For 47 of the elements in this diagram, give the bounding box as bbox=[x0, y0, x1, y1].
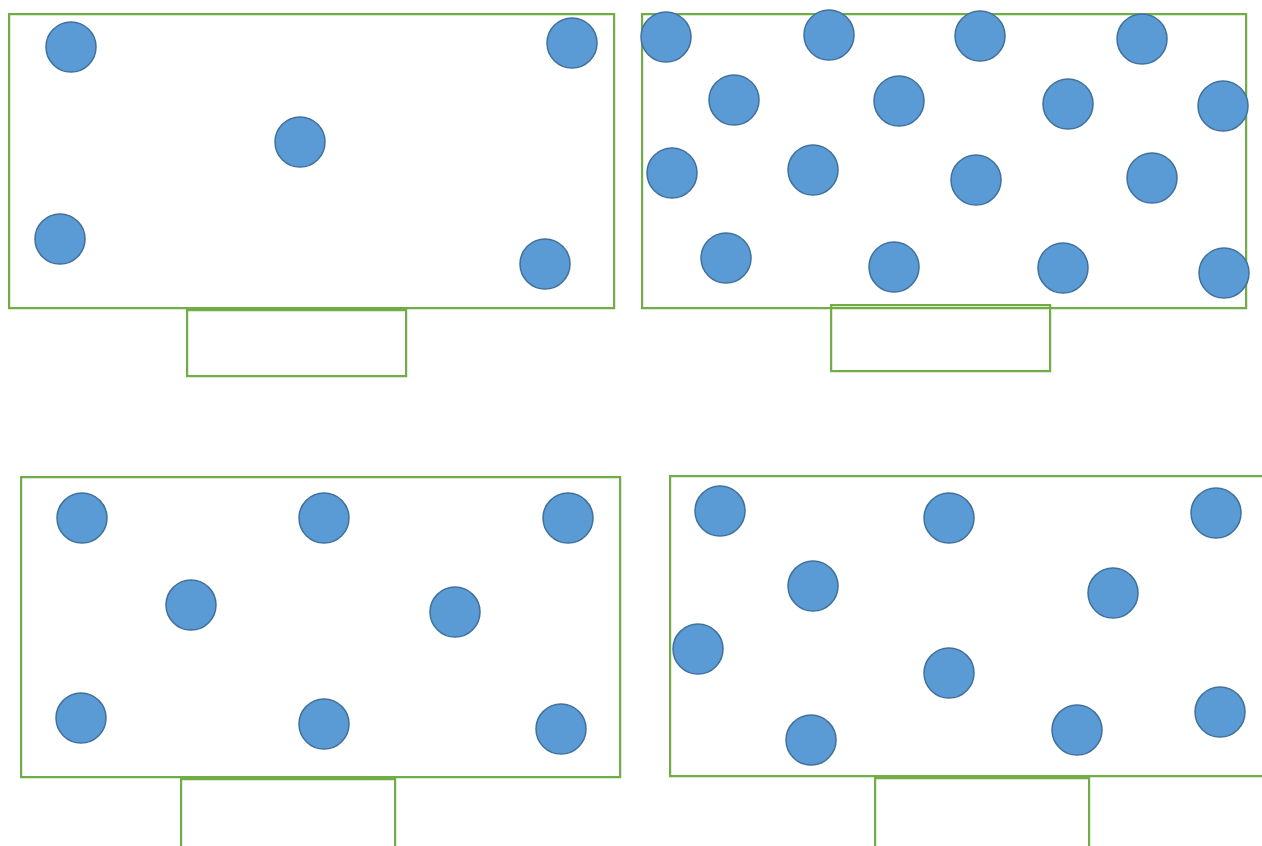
circle bbox=[55, 692, 107, 744]
circle bbox=[45, 21, 97, 73]
circle bbox=[640, 11, 692, 63]
circle bbox=[1197, 80, 1249, 132]
circle bbox=[1190, 487, 1242, 539]
tab-box bbox=[830, 304, 1052, 373]
circle bbox=[803, 9, 855, 61]
circle bbox=[785, 714, 837, 766]
circle bbox=[708, 74, 760, 126]
circle bbox=[1087, 567, 1139, 619]
circle bbox=[923, 492, 975, 544]
frame-box bbox=[641, 13, 1248, 310]
circle bbox=[546, 17, 598, 69]
circle bbox=[542, 492, 594, 544]
tab-box bbox=[180, 778, 397, 846]
circle bbox=[429, 586, 481, 638]
circle bbox=[274, 116, 326, 168]
circle bbox=[868, 241, 920, 293]
tab-box bbox=[874, 777, 1091, 846]
circle bbox=[787, 560, 839, 612]
circle bbox=[954, 10, 1006, 62]
tab-box bbox=[186, 309, 408, 378]
circle bbox=[787, 144, 839, 196]
circle bbox=[694, 485, 746, 537]
circle bbox=[298, 698, 350, 750]
circle bbox=[950, 154, 1002, 206]
frame-box bbox=[669, 475, 1262, 778]
circle bbox=[1042, 78, 1094, 130]
circle bbox=[873, 75, 925, 127]
circle bbox=[1037, 242, 1089, 294]
circle bbox=[56, 492, 108, 544]
circle bbox=[519, 238, 571, 290]
frame-box bbox=[20, 476, 622, 779]
circle bbox=[298, 492, 350, 544]
circle bbox=[1051, 704, 1103, 756]
circle bbox=[535, 703, 587, 755]
circle bbox=[1198, 247, 1250, 299]
circle bbox=[1126, 152, 1178, 204]
circle bbox=[1116, 13, 1168, 65]
circle bbox=[700, 232, 752, 284]
circle bbox=[923, 647, 975, 699]
circle bbox=[165, 579, 217, 631]
circle bbox=[672, 623, 724, 675]
circle bbox=[34, 213, 86, 265]
circle bbox=[646, 147, 698, 199]
circle bbox=[1194, 686, 1246, 738]
frame-box bbox=[8, 13, 616, 310]
